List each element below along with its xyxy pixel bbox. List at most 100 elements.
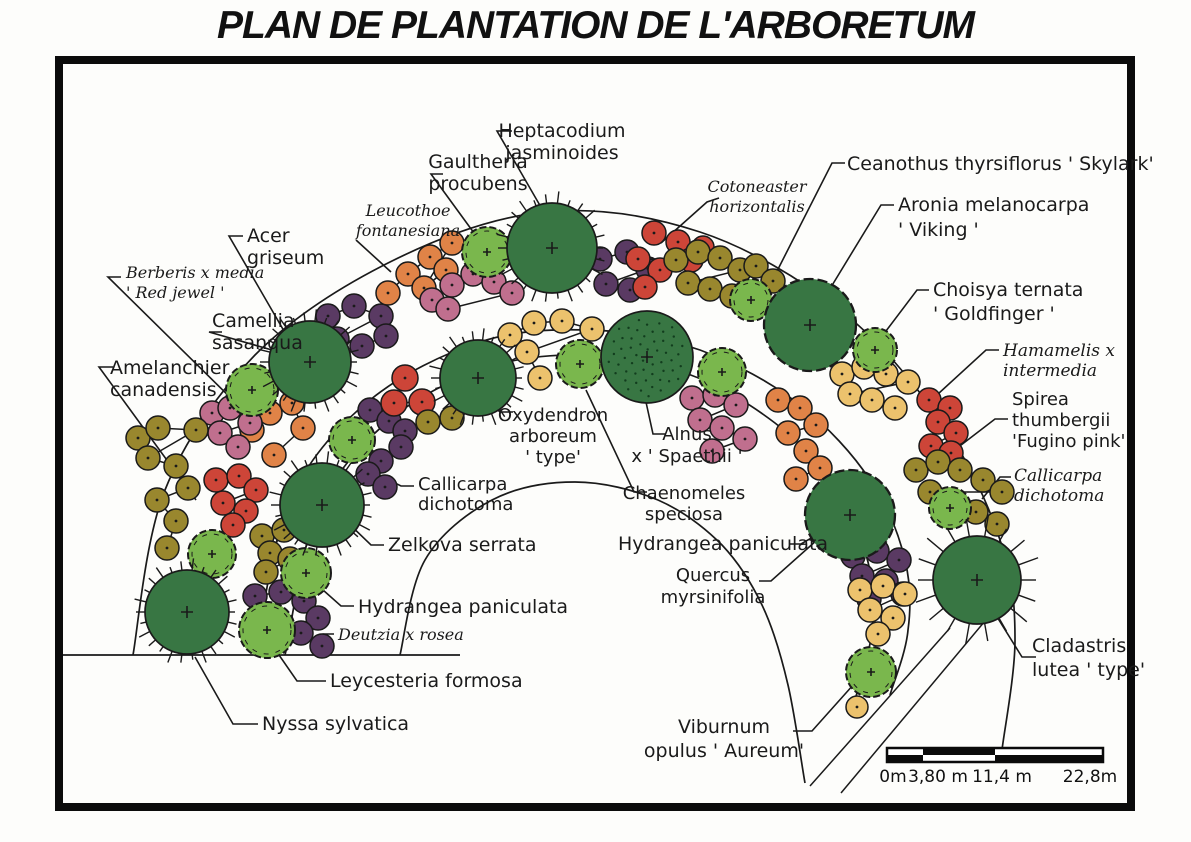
plant-dot xyxy=(420,400,424,404)
canopy-tick xyxy=(511,395,523,402)
plant-dot xyxy=(948,406,952,410)
scale-outline xyxy=(885,746,1105,764)
canopy-dot xyxy=(647,395,650,398)
canopy-tick xyxy=(134,598,147,603)
scale-tick-label: 0m xyxy=(879,767,906,787)
canopy-dot xyxy=(627,326,630,330)
plant-dot xyxy=(366,472,370,476)
plant-dot xyxy=(446,307,450,311)
quercus-myrsinifolia xyxy=(803,468,897,562)
canopy-dot xyxy=(630,361,634,365)
label-text: sasanqua xyxy=(212,332,303,354)
canopy-tick xyxy=(283,532,292,540)
plant-dot xyxy=(221,501,225,505)
canopy-tick xyxy=(217,575,228,585)
canopy-tick xyxy=(273,523,286,531)
plant-dot xyxy=(786,431,790,435)
label-ceanothus-leader xyxy=(771,162,845,282)
label-text: Alnus xyxy=(662,424,712,445)
label-text: Hydrangea paniculata xyxy=(618,533,828,555)
canopy-dot xyxy=(642,368,645,371)
canopy-tick xyxy=(490,336,495,343)
canopy-tick xyxy=(595,258,605,262)
plant-dot xyxy=(560,319,564,323)
orange-group-inner-right xyxy=(765,387,833,492)
canopy-tick xyxy=(294,539,299,545)
label-text: Heptacodium xyxy=(498,120,625,142)
plant-dot xyxy=(958,468,962,472)
plant-dot xyxy=(450,283,454,287)
canopy-tick xyxy=(576,203,584,212)
plant-dot xyxy=(403,429,407,433)
canopy-tick xyxy=(511,277,519,285)
canopy-tick xyxy=(272,328,280,336)
canopy-dot xyxy=(662,339,665,343)
scale-segment xyxy=(887,755,924,762)
plant-dot xyxy=(840,372,844,376)
canopy-dot xyxy=(612,352,616,356)
plant-dot xyxy=(1000,490,1004,494)
canopy-tick xyxy=(201,566,205,573)
center-mark xyxy=(871,346,879,354)
scale-segment xyxy=(995,748,1103,755)
label-alnus-leader xyxy=(643,392,666,435)
canopy-tick xyxy=(556,191,560,204)
plant-dot xyxy=(387,419,391,423)
canopy-tick xyxy=(429,365,442,370)
label-aronia: Aronia melanocarpa' Viking ' xyxy=(898,194,1089,241)
label-text: Acer xyxy=(247,225,290,247)
canopy-dot xyxy=(620,347,623,351)
plant-dot xyxy=(949,451,953,455)
canopy-tick xyxy=(452,408,457,415)
canopy-tick xyxy=(471,331,475,341)
nyssa-sylvatica xyxy=(134,558,237,663)
canopy-tick xyxy=(191,558,195,571)
plant-dot xyxy=(929,444,933,448)
heptacodium-jasminoides xyxy=(496,191,605,302)
plant-dot xyxy=(538,376,542,380)
shrub-sketch xyxy=(856,331,894,369)
canopy-dot xyxy=(658,378,662,382)
plant-dot xyxy=(818,466,822,470)
canopy-tick xyxy=(272,388,280,396)
label-text: Leucothoe xyxy=(365,201,451,220)
canopy-dot xyxy=(624,379,627,382)
oxydendron-arboreum xyxy=(429,328,524,425)
canopy-tick xyxy=(496,233,509,238)
canopy-tick xyxy=(998,617,1008,632)
plant-dot xyxy=(146,456,150,460)
label-text: Choisya ternata xyxy=(933,279,1083,301)
plant-dot xyxy=(674,258,678,262)
plant-dot xyxy=(386,291,390,295)
canopy-tick xyxy=(506,223,513,228)
label-text: dichotoma xyxy=(1014,486,1104,506)
canopy-tick xyxy=(438,356,445,361)
canopy-tick xyxy=(314,402,317,409)
label-text: Berberis x media xyxy=(125,263,264,282)
canopy-tick xyxy=(358,482,365,487)
label-text: Zelkova serrata xyxy=(388,534,536,556)
canopy-tick xyxy=(323,400,330,412)
plant-dot xyxy=(368,408,372,412)
center-mark xyxy=(302,569,310,577)
canopy-dot xyxy=(679,364,682,368)
border-frame xyxy=(55,56,1135,811)
canopy-tick xyxy=(505,402,512,408)
canopy-tick xyxy=(191,653,194,660)
canopy-dot xyxy=(672,335,675,338)
canopy-tick xyxy=(167,651,173,663)
plant-dot xyxy=(848,392,852,396)
label-nyssa-leader xyxy=(194,656,258,725)
viburnum-opulus-aureum xyxy=(845,646,897,698)
canopy-tick xyxy=(983,623,989,642)
plant-dot xyxy=(870,398,874,402)
purple-group-callicarpa-left xyxy=(355,397,418,500)
shrub-sketch xyxy=(242,605,292,655)
canopy-tick xyxy=(269,491,282,496)
canopy-dot xyxy=(651,363,654,366)
plant-dot xyxy=(981,478,985,482)
canopy-tick xyxy=(556,292,559,299)
label-text: horizontalis xyxy=(709,197,804,216)
plant-dot xyxy=(954,431,958,435)
